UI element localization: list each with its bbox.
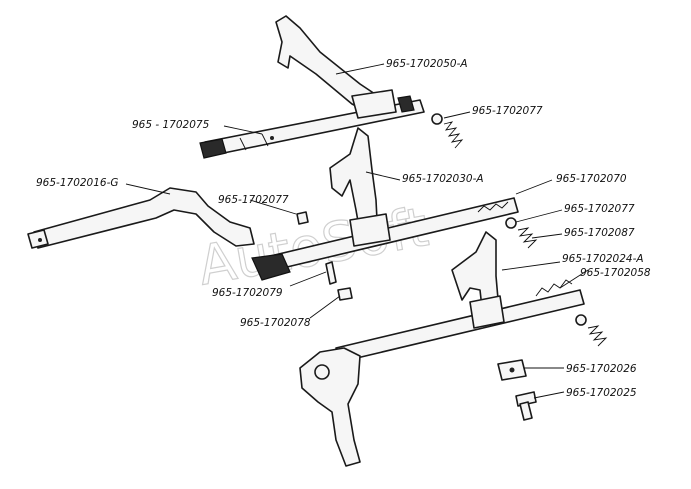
label-965-1702077-mid: 965-1702077 xyxy=(218,194,289,206)
right-spring-ball xyxy=(505,217,538,249)
bottom-fork xyxy=(451,231,505,329)
bottom-lever-fork xyxy=(299,347,361,467)
label-965-1702050-a: 965-1702050-A xyxy=(386,58,468,70)
label-965-1702024-a: 965-1702024-A xyxy=(562,253,644,265)
lower-spring-ball xyxy=(575,314,608,347)
label-965-1702087: 965-1702087 xyxy=(564,227,635,239)
label-965-1702077-right: 965-1702077 xyxy=(564,203,635,215)
label-965-1702026: 965-1702026 xyxy=(566,363,637,375)
label-965-1702016-g: 965-1702016-G xyxy=(36,177,119,189)
label-965-1702079: 965-1702079 xyxy=(212,287,283,299)
top-spring-ball xyxy=(431,113,464,149)
label-965-1702070: 965-1702070 xyxy=(556,173,627,185)
label-965-1702075: 965 - 1702075 xyxy=(132,119,210,131)
part-labels: 965-1702050-A 965 - 1702075 965-1702077 … xyxy=(36,58,651,399)
top-fork xyxy=(275,15,397,119)
label-965-1702077-top: 965-1702077 xyxy=(472,105,543,117)
leader-lines xyxy=(125,63,589,399)
label-965-1702030-a: 965-1702030-A xyxy=(402,173,484,185)
label-965-1702078: 965-1702078 xyxy=(240,317,311,329)
label-965-1702058: 965-1702058 xyxy=(580,267,651,279)
left-shift-rod xyxy=(27,187,255,249)
middle-fork xyxy=(329,127,391,247)
lock-plate xyxy=(497,359,527,381)
bolt xyxy=(515,391,537,421)
label-965-1702025: 965-1702025 xyxy=(566,387,637,399)
